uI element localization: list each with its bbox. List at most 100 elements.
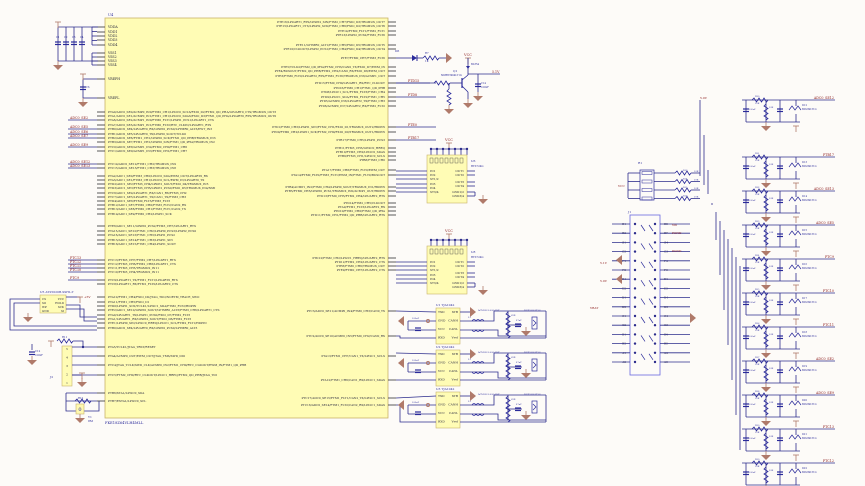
junction-dot <box>653 342 657 345</box>
header-ref: J2 <box>49 375 53 379</box>
junction-dot <box>633 241 637 244</box>
mcu-pin-label: PTB3/ADC0_SE7/FTM1_CH1/LPSPI0_SIN/FTM1_Q… <box>108 140 215 144</box>
tvs-diode-icon <box>531 358 538 372</box>
eeprom-wire <box>13 302 97 327</box>
ground-icon <box>470 349 476 359</box>
can-pin-label: GND <box>438 319 446 323</box>
mcu-pin-label: PTC15/ADC0_SE13/FTM1_CH3/TRGMUX_IN8 <box>108 166 176 170</box>
crystal-value: 8M <box>88 419 93 423</box>
res-value: 10K <box>755 465 760 468</box>
can-pin-label: CANH <box>448 361 458 365</box>
switch-vbb-pin-label <box>454 157 459 164</box>
cap-value: 100nF <box>749 336 756 338</box>
can-pin-label: VCC <box>437 327 445 331</box>
mcu-pin-label: PTA6/ADC0_SE2/ACMP1_IN0/FTM0_FLT1/LPSPI1… <box>108 118 214 122</box>
ground-symbol <box>478 195 488 204</box>
mcu-pin-label: PTC9/LPUART1_TX/FTM1_FLT1/LPUART0_RTS <box>108 278 178 282</box>
resistor-icon <box>422 55 440 61</box>
power-label: VCC <box>444 138 453 142</box>
switch-input-label: IN3 <box>430 182 436 186</box>
termination-resistor <box>505 363 511 381</box>
ground-icon <box>761 126 771 131</box>
junction-dot <box>465 238 469 242</box>
ground-symbol <box>444 105 454 114</box>
eeprom-wire <box>9 298 97 331</box>
channel-capacitor <box>777 108 783 113</box>
channel-net-label: ADC0_SE2 <box>815 357 834 361</box>
junction-dot <box>459 147 463 151</box>
ground-symbol <box>473 92 483 101</box>
junction-dot <box>653 259 657 262</box>
power-flag <box>55 21 61 28</box>
net-label-left: PTC12 <box>70 260 81 264</box>
can-pin-label: GND <box>438 361 446 365</box>
tvs-diode-icon <box>531 400 538 414</box>
power-flag <box>793 352 799 359</box>
res-ref: R13 <box>683 169 688 172</box>
mcu-pin-label: PTD16/FTM0_CH1/FTM1_QD_PHB <box>334 86 385 90</box>
eeprom-pin: CS <box>42 297 46 301</box>
junction-dot <box>653 222 657 226</box>
mcu-pin-label: PTE1/LPSPI0_SIN/LPI2C0_HREQ/LPI2C1_SCL/F… <box>108 321 207 325</box>
res-value: 10K <box>755 102 760 105</box>
crystal-feedback-resistor <box>74 398 92 404</box>
choke-icon <box>471 413 485 416</box>
choke-ref: L1 <box>468 400 471 403</box>
channel-capacitor <box>743 301 749 306</box>
crystal-glyph: 0 <box>78 407 81 413</box>
channel-capacitor <box>777 403 783 408</box>
mcu-pin-label: PTD0/LPSPI1_SCK/TCLK1/LPI2C1_SDA/FTM2_FL… <box>108 304 197 308</box>
can-pin-label: Vref <box>451 378 459 382</box>
bav99-diode-icon <box>788 298 802 304</box>
switch-contact <box>640 261 646 268</box>
res-value: 10K <box>755 159 760 162</box>
res-value: 10K <box>769 402 774 404</box>
switch-output-label: OUT3 <box>455 271 464 275</box>
mcu-pin-label: PTA14/FTM0_FLT0/FTM3_FLT1/EWM_IN/FTM1_FL… <box>291 173 385 177</box>
switch-input-label: ST1/2 <box>430 177 439 181</box>
res-value: 10K <box>755 431 760 434</box>
diode-part: BAT54 <box>471 63 479 66</box>
channel-capacitor <box>777 301 783 306</box>
ground-icon <box>398 316 404 326</box>
bav99-diode-icon <box>788 230 802 236</box>
connector-net: 5.0V <box>600 279 608 283</box>
ground-icon <box>398 358 404 368</box>
switch-input-label: IN4 <box>430 277 436 281</box>
channel-capacitor <box>777 199 783 204</box>
diode-part: BAV99LT1G <box>802 369 817 372</box>
mcu-pin-label: PTA16/ADC1_SE13/FTM1_CH3/LPSPI1_PCS2 <box>108 233 175 237</box>
can-pin-label: VCC <box>437 411 445 415</box>
junction-dot <box>653 250 657 253</box>
switch-output-label: OUT4 <box>455 184 464 188</box>
switch-contact <box>648 353 654 360</box>
res-ref: R28 <box>755 390 760 393</box>
eeprom-pin: HOLD <box>55 301 65 305</box>
can-ref: U3 TJA1042 <box>436 387 454 391</box>
ground-icon <box>761 217 771 222</box>
mcu-pin-label: PTA1/LPUART1_RX/LPSPI2_SOUT/FXIO_D6/FTM2… <box>108 317 191 321</box>
mcu-pin-label: PTE2/ADC1_SE10/LPSPI0_SOUT/LPTMR0_ALT3/F… <box>108 308 220 312</box>
split-capacitor <box>515 365 521 370</box>
led-ref: D6 <box>395 49 399 53</box>
cap-ref: C14 <box>481 82 486 85</box>
canl-bus <box>486 329 546 337</box>
ground-symbol <box>77 378 87 387</box>
switch-vbb-pin-label <box>429 248 434 255</box>
resistor-icon <box>763 194 769 212</box>
switch-contact <box>648 280 654 287</box>
channel-capacitor <box>743 165 749 170</box>
resistor-icon <box>674 195 692 202</box>
junction-dot <box>633 259 637 262</box>
junction-dot <box>633 268 637 272</box>
res-value: 10K <box>769 266 774 268</box>
mcu-pin-label: PTE13/LPSPI2_PCS2/FTM2_FLT0 <box>336 33 386 37</box>
bav99-diode-icon <box>788 366 802 372</box>
diode-ref: D17 <box>802 297 807 300</box>
resistor-icon <box>763 296 769 314</box>
ground-icon <box>446 53 452 63</box>
cap-value: 100nF <box>749 268 756 270</box>
res-value: 62R <box>511 398 516 401</box>
junction-dot <box>435 238 439 242</box>
junction-dot <box>465 147 469 151</box>
